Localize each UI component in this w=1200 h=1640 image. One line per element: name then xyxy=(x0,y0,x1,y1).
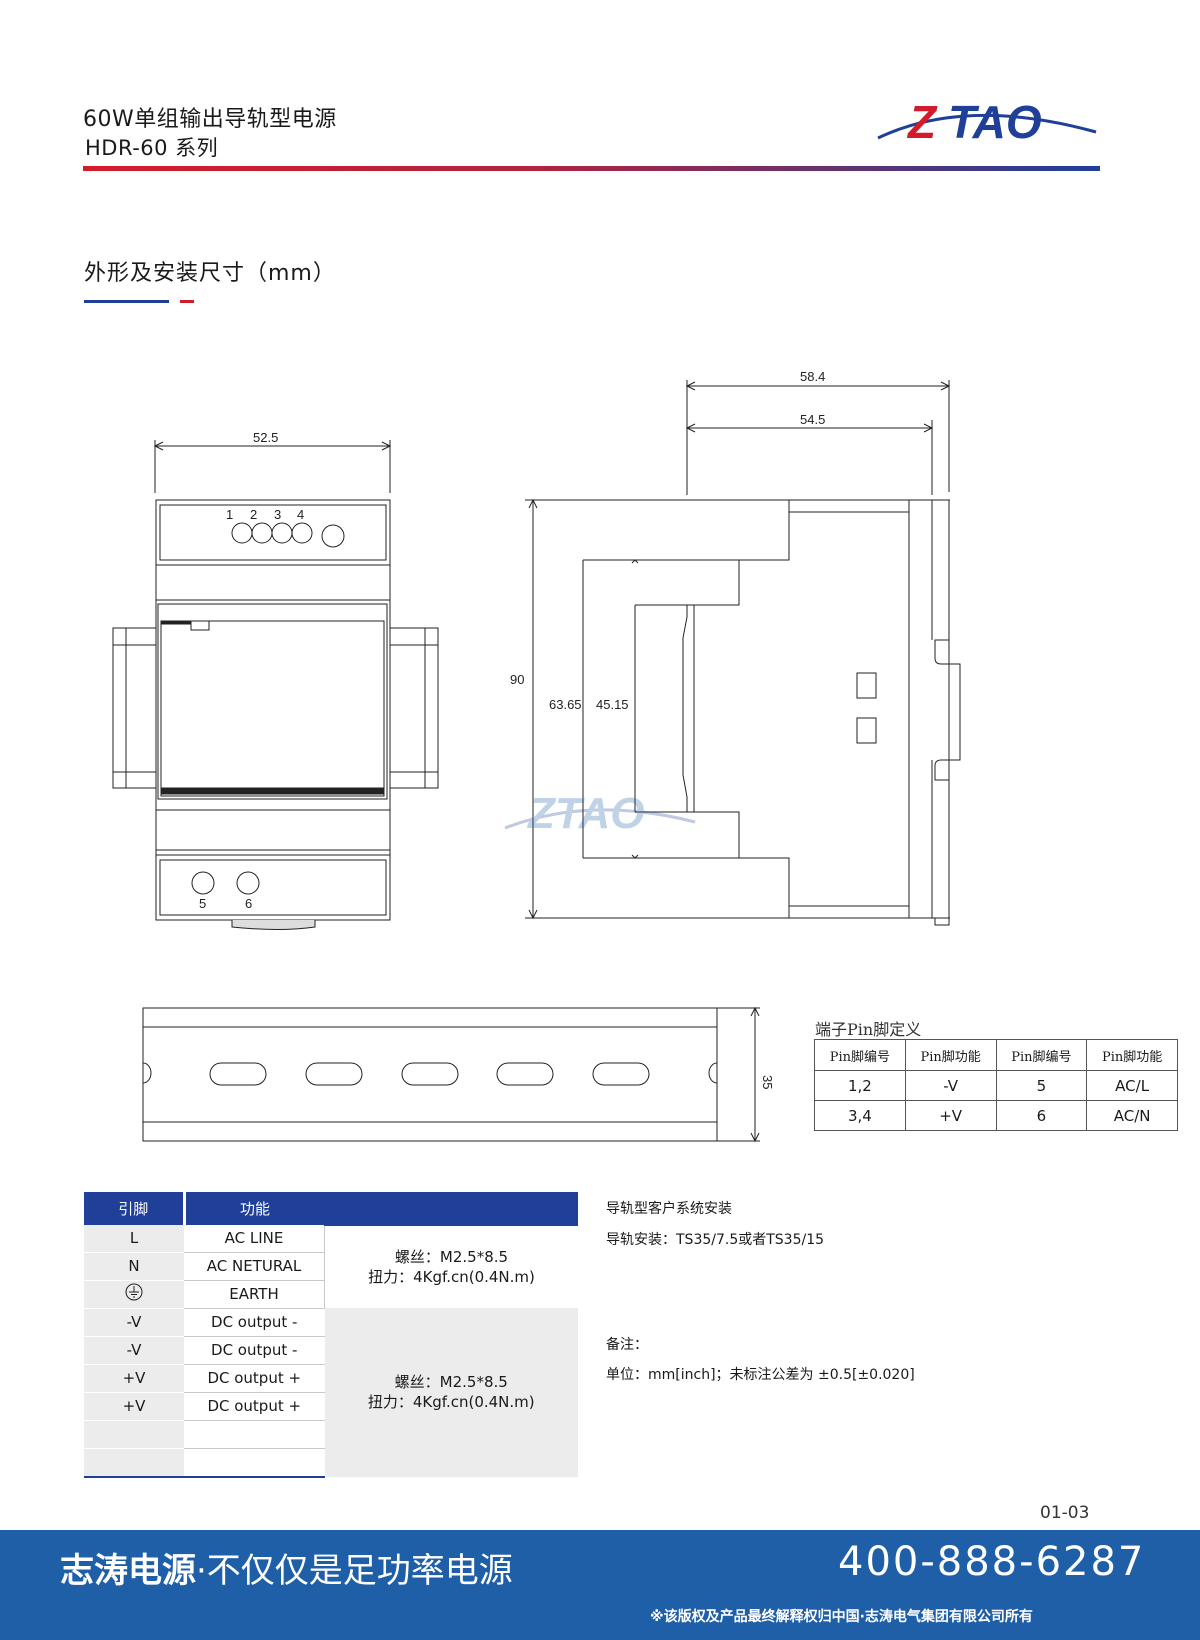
table-row: L AC LINE 螺丝：M2.5*8.5 扭力：4Kgf.cn(0.4N.m) xyxy=(84,1224,578,1308)
brand-name: 志涛电源 xyxy=(60,1551,196,1591)
dim-height: 90 xyxy=(510,672,524,687)
section-underline-blue xyxy=(84,300,169,303)
table-row: +V DC output + xyxy=(84,1364,578,1393)
screw-spec: 螺丝：M2.5*8.5 xyxy=(394,1373,508,1392)
pin-cell: 3,4 xyxy=(814,1100,906,1131)
spec-function: EARTH xyxy=(184,1280,325,1309)
table-row: N AC NETURAL xyxy=(84,1252,578,1281)
footer-slogan: 志涛电源·不仅仅是足功率电源 xyxy=(60,1543,513,1592)
spec-function: AC NETURAL xyxy=(184,1252,325,1281)
dim-step-1: 63.65 xyxy=(549,697,582,712)
pin-label-5: 5 xyxy=(199,896,206,911)
logo-letters-tao: TAO xyxy=(948,96,1042,148)
pin-cell: -V xyxy=(904,1070,997,1101)
spec-function: DC output + xyxy=(184,1364,325,1393)
spec-pin: -V xyxy=(84,1308,184,1337)
spec-function: AC LINE xyxy=(184,1224,325,1253)
spec-function: DC output - xyxy=(184,1336,325,1365)
pin-cell: AC/N xyxy=(1086,1100,1178,1131)
spec-function xyxy=(184,1448,325,1478)
page-number: 01-03 xyxy=(1040,1503,1090,1523)
copyright-notice: ※该版权及产品最终解释权归中国·志涛电气集团有限公司所有 xyxy=(650,1609,1033,1625)
pin-cell: +V xyxy=(904,1100,997,1131)
install-text: 导轨安装：TS35/7.5或者TS35/15 xyxy=(606,1232,825,1248)
pin-cell: 6 xyxy=(995,1100,1088,1131)
terminal-spec-table: 引脚 功能 L AC LINE 螺丝：M2.5*8.5 扭力：4Kgf.cn(0… xyxy=(84,1192,578,1478)
side-view xyxy=(525,380,961,926)
dim-outer-depth: 58.4 xyxy=(800,369,825,384)
install-heading: 导轨型客户系统安装 xyxy=(606,1201,732,1217)
dim-step-2: 45.15 xyxy=(596,697,629,712)
table-row: +V DC output + xyxy=(84,1392,578,1421)
pin-header-3: Pin脚编号 xyxy=(995,1039,1088,1071)
spec-pin: N xyxy=(84,1252,184,1281)
watermark-text: ZTAO xyxy=(526,789,645,838)
pin-header-4: Pin脚功能 xyxy=(1086,1039,1178,1071)
pin-label-2: 2 xyxy=(250,507,257,522)
logo-letter-z: Z xyxy=(906,96,938,148)
spec-function xyxy=(184,1420,325,1449)
phone-number: 400-888-6287 xyxy=(838,1539,1146,1585)
remarks-text: 单位：mm[inch]；未标注公差为 ±0.5[±0.020] xyxy=(606,1367,915,1383)
dc-terminal-note: 螺丝：M2.5*8.5 扭力：4Kgf.cn(0.4N.m) xyxy=(324,1308,578,1477)
spec-pin: L xyxy=(84,1224,184,1253)
pin-cell: 1,2 xyxy=(814,1070,906,1101)
spec-function: DC output - xyxy=(184,1308,325,1337)
watermark-logo: ZTAO xyxy=(504,789,696,838)
table-row xyxy=(84,1420,578,1449)
pin-header-1: Pin脚编号 xyxy=(814,1039,906,1071)
pin-header-2: Pin脚功能 xyxy=(904,1039,997,1071)
spec-header-pin: 引脚 xyxy=(84,1192,184,1225)
ac-terminal-note: 螺丝：M2.5*8.5 扭力：4Kgf.cn(0.4N.m) xyxy=(324,1224,578,1308)
ztao-logo: Z TAO xyxy=(877,96,1097,148)
section-underline-red xyxy=(180,300,194,303)
document-title: 60W单组输出导轨型电源 xyxy=(83,107,337,132)
spec-pin xyxy=(84,1448,184,1478)
din-rail-view xyxy=(142,1006,760,1143)
table-row xyxy=(84,1448,578,1478)
torque-spec: 扭力：4Kgf.cn(0.4N.m) xyxy=(368,1268,535,1286)
table-row: -V DC output - xyxy=(84,1336,578,1365)
spec-pin xyxy=(84,1420,184,1449)
remarks-heading: 备注： xyxy=(606,1337,648,1353)
section-title: 外形及安装尺寸（mm） xyxy=(84,261,336,286)
spec-pin: +V xyxy=(84,1392,184,1421)
pin-label-4: 4 xyxy=(297,507,304,522)
dimension-drawing: 52.5 1 2 3 4 5 6 58.4 54.5 90 63.65 45.1… xyxy=(112,369,961,1143)
spec-header-function: 功能 xyxy=(182,1192,325,1225)
pin-label-1: 1 xyxy=(226,507,233,522)
dim-rail-height: 35 xyxy=(760,1075,775,1089)
spec-function: DC output + xyxy=(184,1392,325,1421)
pin-label-6: 6 xyxy=(245,896,252,911)
front-view xyxy=(112,440,439,930)
header-divider xyxy=(83,166,1100,171)
pin-table-title: 端子Pin脚定义 xyxy=(815,1020,922,1039)
table-row: -V DC output - 螺丝：M2.5*8.5 扭力：4Kgf.cn(0.… xyxy=(84,1308,578,1477)
footer-bar xyxy=(0,1530,1200,1640)
earth-icon xyxy=(84,1280,184,1309)
screw-spec: 螺丝：M2.5*8.5 xyxy=(394,1248,509,1266)
table-row: 1,2 -V 5 AC/L xyxy=(814,1070,1178,1101)
pin-definition-table: Pin脚编号 Pin脚功能 Pin脚编号 Pin脚功能 1,2 -V 5 AC/… xyxy=(814,1039,1178,1131)
dim-width-front: 52.5 xyxy=(253,430,278,445)
pin-label-3: 3 xyxy=(274,507,281,522)
pin-cell: 5 xyxy=(995,1070,1088,1101)
spec-pin: -V xyxy=(84,1336,184,1365)
spec-pin: +V xyxy=(84,1364,184,1393)
torque-spec: 扭力：4Kgf.cn(0.4N.m) xyxy=(367,1393,535,1412)
pin-cell: AC/L xyxy=(1086,1070,1178,1101)
table-row: 3,4 +V 6 AC/N xyxy=(814,1100,1178,1131)
table-row: EARTH xyxy=(84,1280,578,1309)
slogan-text: ·不仅仅是足功率电源 xyxy=(196,1551,513,1591)
dim-inner-depth: 54.5 xyxy=(800,412,825,427)
product-series: HDR-60 系列 xyxy=(85,136,219,160)
spec-header-blank xyxy=(324,1192,578,1226)
